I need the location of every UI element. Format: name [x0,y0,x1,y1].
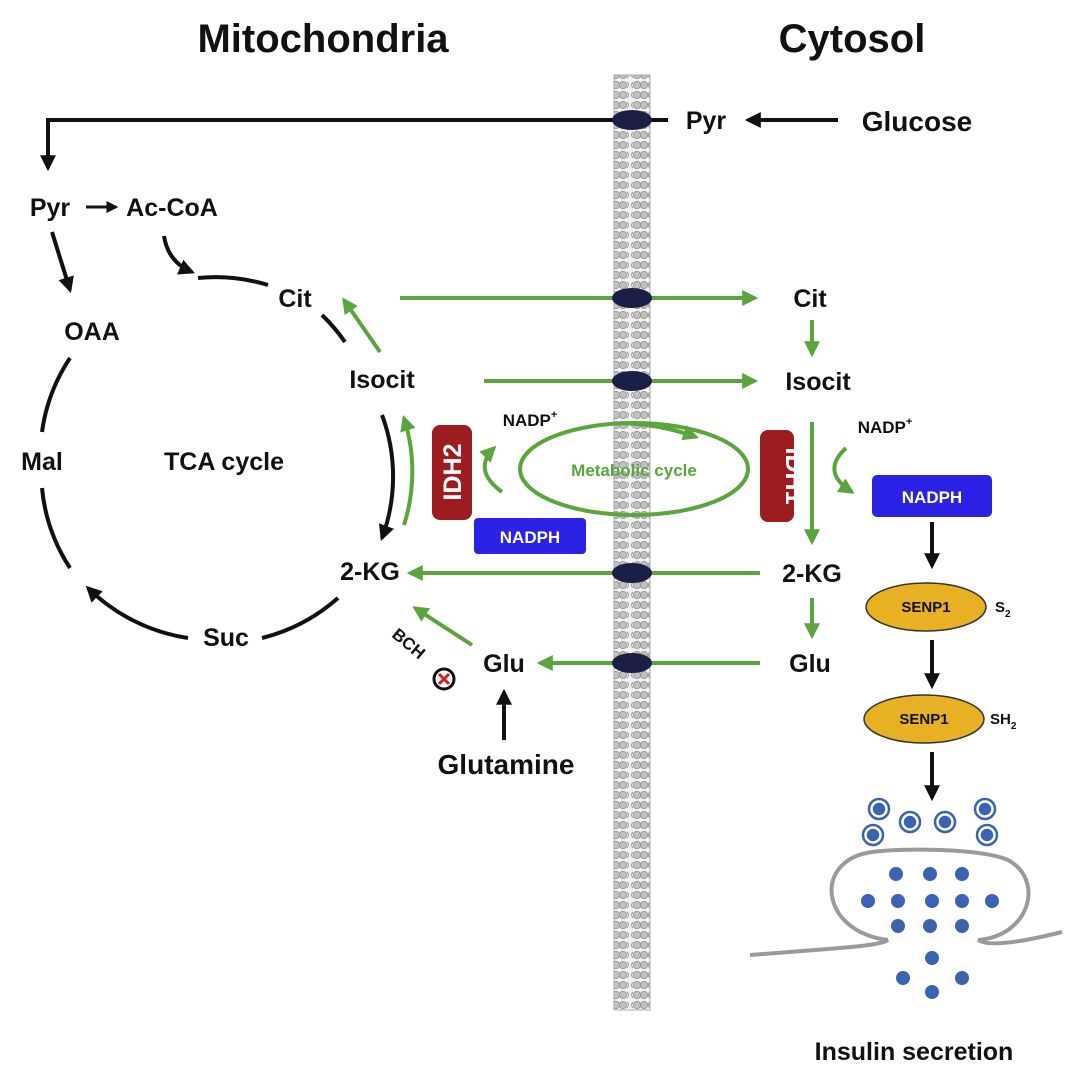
nadp-to-nadph-cyto-arrow [832,446,855,494]
metabolic-cycle-arrow [619,421,700,441]
senp1-reduced [863,694,985,744]
glu-transporter [612,653,652,673]
bch-inhibitor-label: BCH [388,625,428,663]
kg-to-isocit-idh2-arrow [400,414,416,526]
senp1-oxidized-state: S2 [995,599,1011,620]
glu-to-kg-mito-arrow [412,606,474,647]
tca-arc-cit-isocit [320,313,347,344]
accoa-label: Ac-CoA [126,194,218,222]
oaa-label: OAA [64,318,120,346]
cytosol-header: Cytosol [779,17,926,61]
kg-transporter [612,563,652,583]
insulin-cargo [861,867,999,999]
pyr-cytosol-label: Pyr [686,107,727,135]
mal-label: Mal [21,448,63,476]
mitochondria-header: Mitochondria [197,17,449,61]
nadph-cyto-box [872,475,992,517]
kg-cyto-label: 2-KG [782,560,842,588]
cit-transporter [612,288,652,308]
nadp-mito-label: NADP+ [503,409,558,430]
idh1-enzyme [760,430,794,522]
glu-mito-label: Glu [483,650,525,678]
pyr-mito-label: Pyr [30,194,71,222]
isocit-to-cit-arrow [342,297,382,354]
pyruvate-transporter [612,110,652,130]
nadph-mito-label: NADPH [500,528,560,547]
tca-arc-mal-left [40,487,72,570]
metabolic-cycle-label: Metabolic cycle [571,461,697,480]
nadp-cyto-label: NADP+ [858,416,913,437]
bch-inhibition-icon [432,667,456,691]
isocit-transporter [612,371,652,391]
kg-mito-label: 2-KG [340,558,400,586]
tca-arc-top [197,275,269,287]
pyr-import-arrow [40,118,668,172]
senp1-oxidized [865,582,987,632]
pyr-to-oaa-arrow [50,231,74,294]
insulin-secretion-label: Insulin secretion [815,1038,1014,1066]
isocit-mito-label: Isocit [349,366,415,394]
cit-cyto-label: Cit [793,285,827,313]
plasma-membrane [749,930,1063,957]
idh1-label: IDH1 [780,448,808,505]
idh2-label: IDH2 [439,444,467,501]
tca-arc-kg-suc [261,596,340,640]
isocit-cyto-label: Isocit [785,368,851,396]
nadp-to-nadph-mito-arrow [479,445,504,494]
glucose-label: Glucose [862,106,972,137]
senp1-oxidized-label: SENP1 [901,599,950,616]
accoa-to-cycle-arrow [162,235,195,275]
senp1-reduced-state: SH2 [990,711,1017,732]
insulin-granules-docking [861,797,999,847]
glutamine-label: Glutamine [438,749,575,780]
tca-arc-suc-mal [85,585,189,640]
glu-cyto-label: Glu [789,650,831,678]
suc-label: Suc [203,624,249,652]
senp1-reduced-label: SENP1 [899,711,948,728]
nadph-cyto-label: NADPH [902,488,962,507]
tca-arc-mal-oaa [40,356,72,433]
nadph-mito-box [474,518,586,554]
idh2-enzyme [432,425,472,520]
cit-mito-label: Cit [278,285,312,313]
tca-arc-isocit-kg [378,414,396,541]
cell-membrane [613,74,651,1011]
fusing-vesicle [829,847,1031,942]
tca-cycle-label: TCA cycle [164,448,284,476]
